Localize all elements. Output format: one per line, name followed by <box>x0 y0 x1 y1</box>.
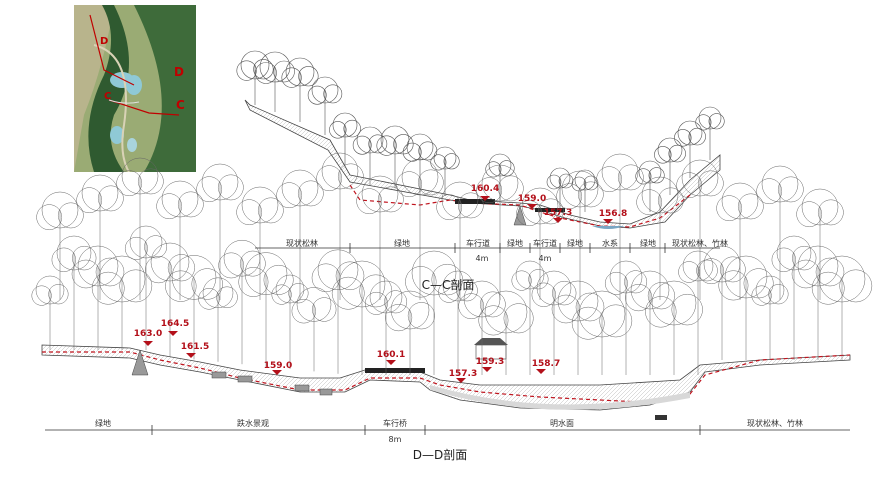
zone-label: 现状松林、竹林 <box>672 239 728 248</box>
dimension-label: 4m <box>475 254 489 263</box>
elevation-label: 157.3 <box>543 208 573 218</box>
elevation-label: 159.0 <box>263 361 293 371</box>
section-cc-zone-line <box>255 243 720 253</box>
section-dd-zone-line <box>45 425 850 435</box>
dimension-label: 8m <box>388 435 402 444</box>
zone-label: 车行道 <box>466 239 490 248</box>
cut-line-c-start-label: C <box>104 91 112 102</box>
elevation-label: 159.0 <box>517 194 547 204</box>
zone-label: 绿地 <box>567 239 583 248</box>
zone-label: 绿地 <box>640 239 656 248</box>
section-cc-title: C—C剖面 <box>421 278 475 292</box>
zone-label: 跌水景观 <box>237 419 269 428</box>
elevation-label: 158.7 <box>531 359 561 369</box>
elevation-label: 160.1 <box>376 350 406 360</box>
cut-line-d-start-label: D <box>100 36 109 47</box>
zone-label: 水系 <box>602 239 618 248</box>
elevation-label: 157.3 <box>448 369 478 379</box>
elevation-label: 156.8 <box>598 209 628 219</box>
zone-label: 绿地 <box>95 419 111 428</box>
zone-label: 绿地 <box>394 239 410 248</box>
zone-label: 车行道 <box>533 239 557 248</box>
zone-label: 车行桥 <box>383 419 407 428</box>
cut-line-c-label: C <box>176 98 185 112</box>
cut-line-d-label: D <box>174 65 184 79</box>
section-dd-vegetation <box>31 152 873 375</box>
elevation-label: 164.5 <box>160 319 190 329</box>
dimension-label: 4m <box>538 254 552 263</box>
zone-label: 现状松林、竹林 <box>747 419 803 428</box>
section-dd-title: D—D剖面 <box>412 448 468 462</box>
zone-label: 现状松林 <box>286 239 318 248</box>
zone-label: 绿地 <box>507 239 523 248</box>
elevation-label: 163.0 <box>133 329 163 339</box>
key-plan-map <box>74 5 196 172</box>
zone-label: 明水面 <box>550 419 574 428</box>
elevation-label: 159.3 <box>475 357 505 367</box>
elevation-label: 160.4 <box>470 184 500 194</box>
elevation-label: 161.5 <box>180 342 210 352</box>
section-dd-ground <box>41 338 851 420</box>
elevation-markers <box>143 196 613 383</box>
